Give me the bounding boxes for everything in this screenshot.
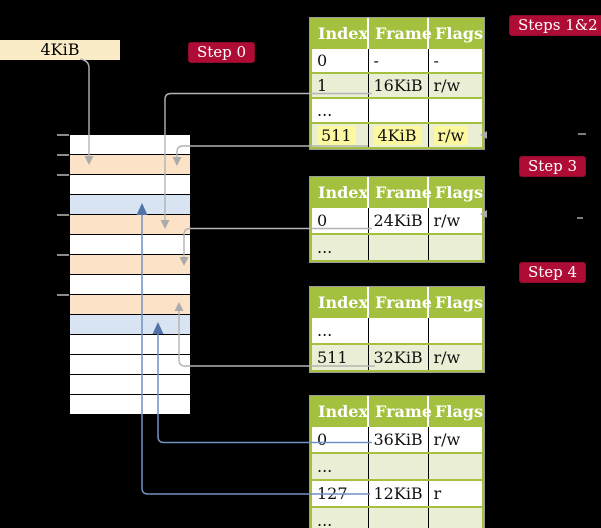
address-tick [57, 134, 69, 136]
col-header-flags: Flags [428, 178, 483, 207]
table-header-row: Index Frame Flags [311, 397, 483, 426]
cell-index: 0 [311, 206, 369, 234]
cell-index: 511 [311, 343, 369, 371]
cell-frame: 36KiB [368, 425, 429, 453]
col-header-frame: Frame [368, 397, 432, 426]
col-header-index: Index [311, 397, 369, 426]
cell-flags [428, 506, 483, 528]
physical-memory-column [70, 135, 190, 415]
address-tick [57, 294, 69, 296]
step-0-label: Step 0 [188, 42, 256, 63]
table-row: ... [311, 506, 483, 528]
cell-flags: r/w [428, 72, 483, 98]
cell-frame [368, 452, 429, 480]
page-table-step-4: Index Frame Flags ... 511 32KiB r/w [310, 287, 484, 372]
cell-index: 127 [311, 479, 369, 507]
memory-frame-row [70, 255, 190, 275]
cell-flags: r/w [428, 122, 483, 148]
table-row: 511 32KiB r/w [311, 343, 483, 371]
cell-index: ... [311, 316, 369, 344]
page-table-step-3: Index Frame Flags 0 24KiB r/w ... [310, 177, 484, 262]
cell-index: 0 [311, 47, 369, 73]
table-row: ... [311, 233, 483, 261]
cell-frame: 16KiB [368, 72, 429, 98]
table-row: 0 36KiB r/w [311, 425, 483, 453]
address-tick [57, 254, 69, 256]
memory-frame-row [70, 155, 190, 175]
memory-frame-row [70, 355, 190, 375]
cell-frame: 32KiB [368, 343, 429, 371]
col-header-flags: Flags [428, 19, 483, 48]
memory-frame-row [70, 235, 190, 255]
col-header-flags: Flags [428, 397, 483, 426]
memory-frame-row [70, 335, 190, 355]
highlighted-value: 511 [317, 126, 356, 145]
memory-frame-row [70, 215, 190, 235]
table-row-recursive-entry: 511 4KiB r/w [311, 122, 483, 148]
col-header-flags: Flags [428, 288, 483, 317]
cell-flags: r/w [428, 343, 483, 371]
table-header-row: Index Frame Flags [311, 178, 483, 207]
cell-frame: 12KiB [368, 479, 429, 507]
table-header-row: Index Frame Flags [311, 288, 483, 317]
cell-flags: - [428, 47, 483, 73]
cell-flags: r/w [428, 206, 483, 234]
cell-flags [428, 452, 483, 480]
cell-index: 0 [311, 425, 369, 453]
cell-frame: 4KiB [368, 122, 429, 148]
table-row: 1 16KiB r/w [311, 72, 483, 98]
page-table-level-1: Index Frame Flags 0 36KiB r/w ... 127 12… [310, 396, 484, 528]
table-row: 127 12KiB r [311, 479, 483, 507]
cell-index: ... [311, 506, 369, 528]
table-row: 0 - - [311, 47, 483, 73]
col-header-index: Index [311, 288, 369, 317]
memory-frame-row [70, 295, 190, 315]
cell-flags: r [428, 479, 483, 507]
cell-frame [368, 506, 429, 528]
step-4-label: Step 4 [519, 262, 587, 283]
address-tick [57, 174, 69, 176]
highlighted-value: 4KiB [373, 126, 421, 145]
cell-index: ... [311, 452, 369, 480]
steps-1-2-label: Steps 1&2 [509, 15, 601, 36]
frame-address-label: 4KiB [40, 40, 80, 59]
cell-frame: 24KiB [368, 206, 429, 234]
address-tick [57, 214, 69, 216]
memory-frame-row [70, 375, 190, 395]
col-header-frame: Frame [368, 178, 432, 207]
cell-frame: - [368, 47, 429, 73]
address-tick [57, 154, 69, 156]
memory-frame-row [70, 195, 190, 215]
cell-frame [368, 316, 429, 344]
cell-frame [368, 233, 429, 261]
cell-index: 1 [311, 72, 369, 98]
cell-index: ... [311, 233, 369, 261]
memory-frame-row [70, 275, 190, 295]
cell-flags [428, 97, 483, 123]
table-header-row: Index Frame Flags [311, 19, 483, 48]
table-row: ... [311, 97, 483, 123]
table-row: ... [311, 316, 483, 344]
cell-index: 511 [311, 122, 369, 148]
highlighted-value: r/w [433, 126, 469, 145]
memory-frame-row [70, 175, 190, 195]
table-row: 0 24KiB r/w [311, 206, 483, 234]
frame-address-box: 4KiB [0, 40, 120, 60]
cell-flags: r/w [428, 425, 483, 453]
page-table-steps-1-2: Index Frame Flags 0 - - 1 16KiB r/w ... … [310, 18, 484, 149]
cell-frame [368, 97, 429, 123]
cell-flags [428, 233, 483, 261]
memory-frame-row [70, 395, 190, 415]
cell-flags [428, 316, 483, 344]
col-header-index: Index [311, 178, 369, 207]
table-row: ... [311, 452, 483, 480]
col-header-frame: Frame [368, 288, 432, 317]
step-3-label: Step 3 [519, 156, 587, 177]
memory-frame-row [70, 315, 190, 335]
memory-frame-row [70, 135, 190, 155]
col-header-index: Index [311, 19, 369, 48]
col-header-frame: Frame [368, 19, 432, 48]
cell-index: ... [311, 97, 369, 123]
